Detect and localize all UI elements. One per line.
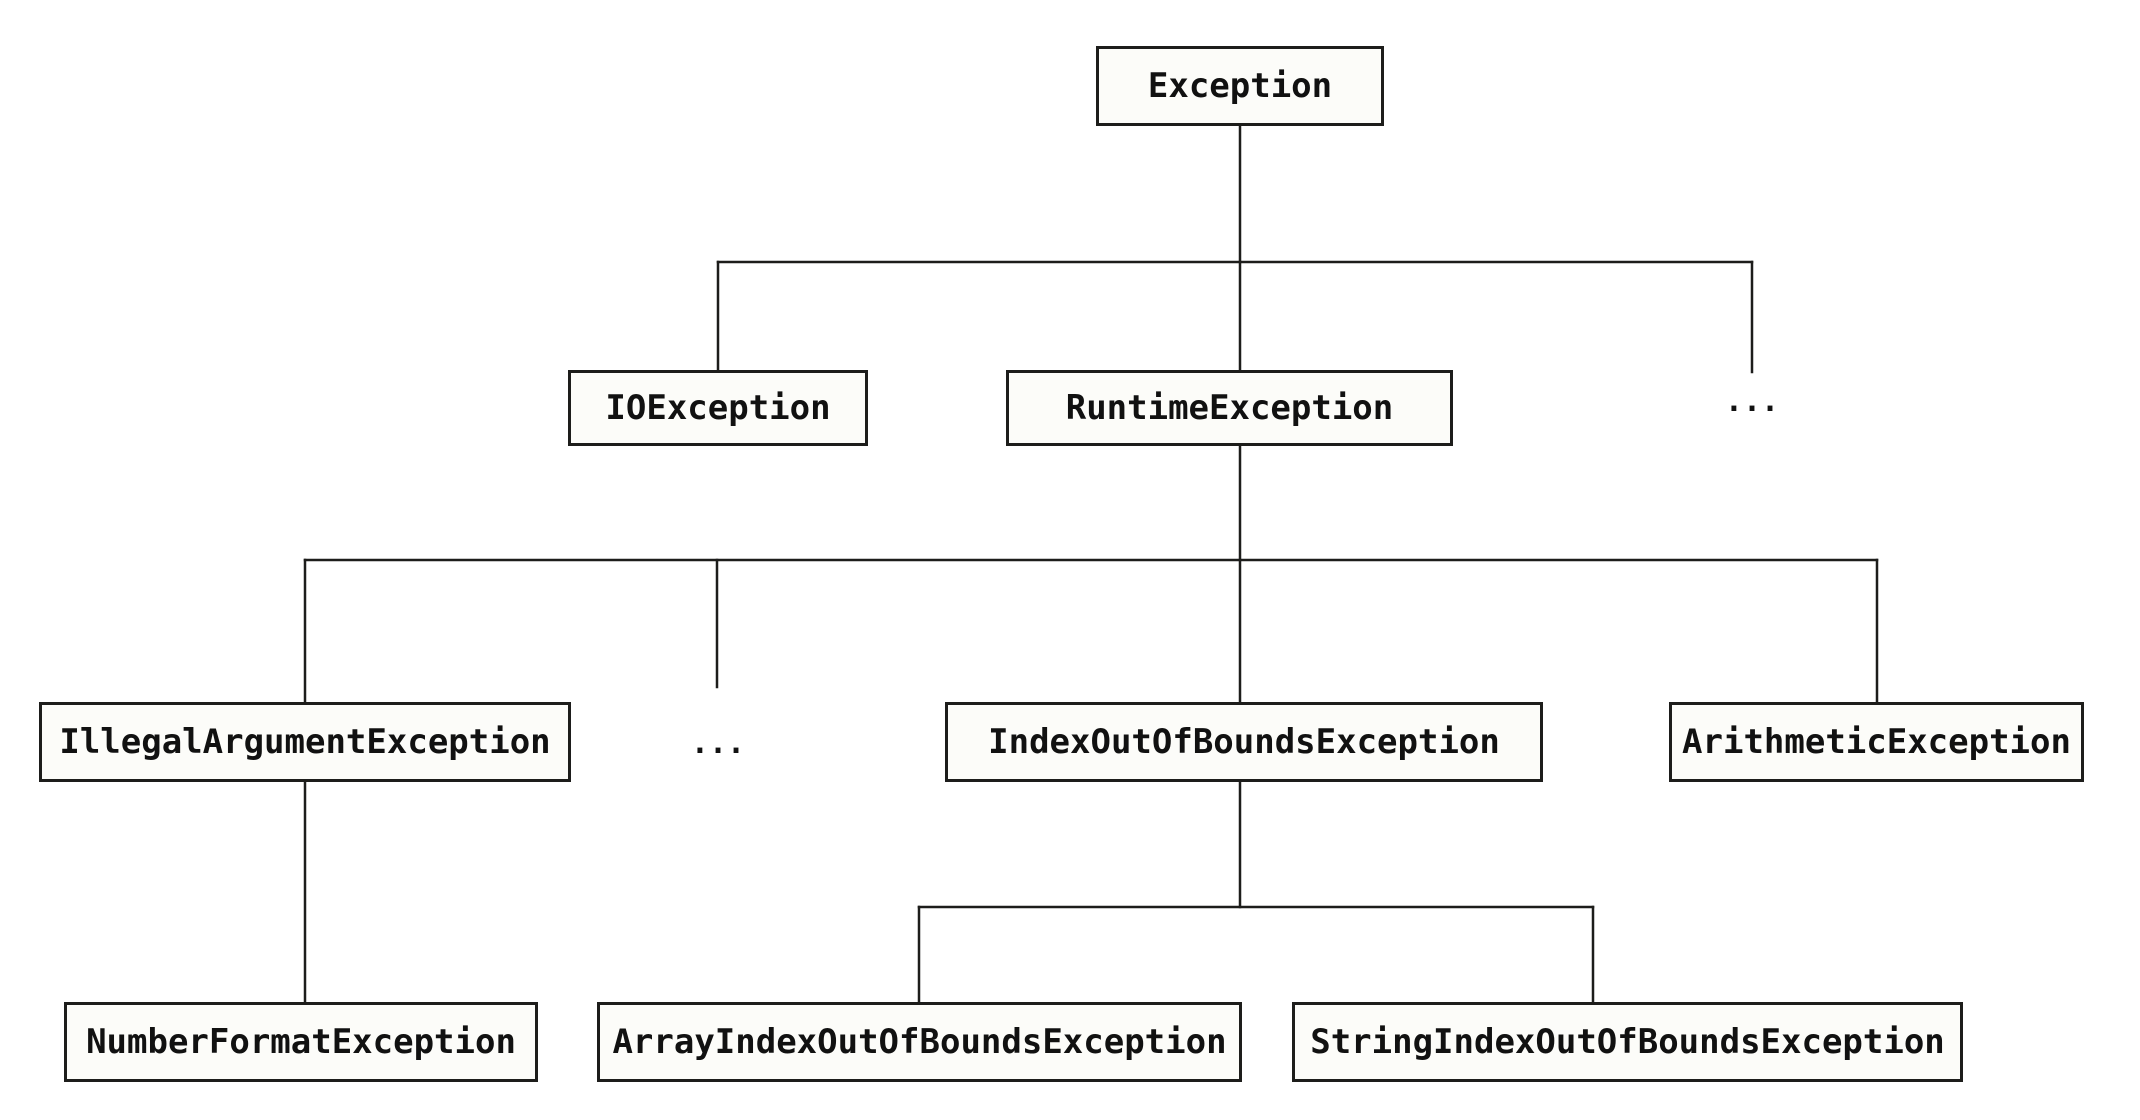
node-label: IOException <box>605 388 831 428</box>
node-label: ArithmeticException <box>1682 722 2071 762</box>
node-label: IndexOutOfBoundsException <box>988 722 1500 762</box>
node-exception: Exception <box>1096 46 1384 126</box>
node-label: NumberFormatException <box>86 1022 516 1062</box>
node-more-runtime-exception-subclasses: ... <box>690 726 746 761</box>
node-number-format-exception: NumberFormatException <box>64 1002 538 1082</box>
node-illegal-argument-exception: IllegalArgumentException <box>39 702 571 782</box>
node-more-exception-subclasses: ... <box>1724 384 1780 419</box>
node-label: Exception <box>1147 66 1333 106</box>
node-index-out-of-bounds-exception: IndexOutOfBoundsException <box>945 702 1543 782</box>
node-arithmetic-exception: ArithmeticException <box>1669 702 2084 782</box>
node-string-index-out-of-bounds-exception: StringIndexOutOfBoundsException <box>1292 1002 1963 1082</box>
node-runtime-exception: RuntimeException <box>1006 370 1453 446</box>
node-label: RuntimeException <box>1065 388 1394 428</box>
node-label: ArrayIndexOutOfBoundsException <box>612 1022 1227 1062</box>
node-array-index-out-of-bounds-exception: ArrayIndexOutOfBoundsException <box>597 1002 1242 1082</box>
node-label: IllegalArgumentException <box>59 722 551 762</box>
node-io-exception: IOException <box>568 370 868 446</box>
node-label: StringIndexOutOfBoundsException <box>1310 1022 1945 1062</box>
